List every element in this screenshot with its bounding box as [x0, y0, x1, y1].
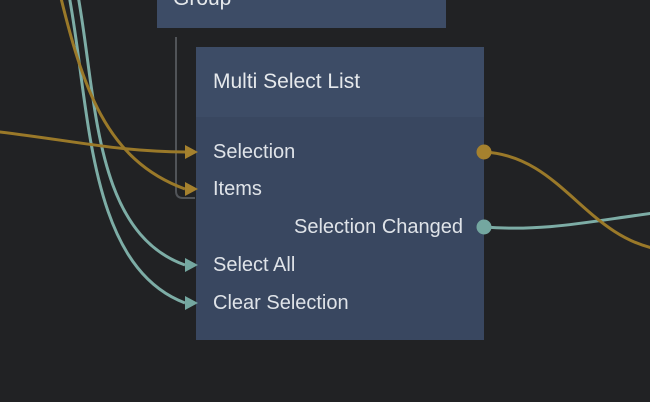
- wire-to-clear-selection[interactable]: [68, 0, 186, 305]
- multi-select-list-node-title: Multi Select List: [213, 70, 361, 93]
- output-port-dot-selection[interactable]: [476, 144, 492, 160]
- input-arrow-icon-select-all[interactable]: [185, 258, 198, 272]
- multi-select-list-node[interactable]: Multi Select List Selection Items Select…: [196, 47, 484, 340]
- port-label-select-all: Select All: [213, 254, 296, 277]
- wire-from-selection-changed[interactable]: [483, 212, 650, 230]
- wire-group-to-items-gray[interactable]: [175, 37, 195, 199]
- port-row-clear-selection[interactable]: Clear Selection: [196, 284, 484, 322]
- group-node[interactable]: Group: [157, 0, 446, 28]
- port-row-items[interactable]: Items: [196, 170, 484, 208]
- port-label-selection: Selection: [213, 141, 296, 164]
- wire-to-items[interactable]: [59, 0, 186, 191]
- input-arrow-icon-clear-selection[interactable]: [185, 296, 198, 310]
- wire-to-select-all[interactable]: [77, 0, 186, 267]
- port-label-selection-changed: Selection Changed: [293, 216, 463, 239]
- port-row-selection-changed[interactable]: Selection Changed: [196, 208, 484, 246]
- group-node-header[interactable]: Group: [157, 0, 446, 28]
- port-row-selection[interactable]: Selection: [196, 133, 484, 171]
- wire-from-selection[interactable]: [483, 150, 650, 250]
- port-label-items: Items: [213, 178, 262, 201]
- port-label-clear-selection: Clear Selection: [213, 292, 349, 315]
- group-node-title: Group: [173, 0, 231, 11]
- multi-select-list-node-header[interactable]: Multi Select List: [196, 47, 484, 117]
- input-arrow-icon-selection[interactable]: [185, 145, 198, 159]
- input-arrow-icon-items[interactable]: [185, 182, 198, 196]
- output-port-dot-selection-changed[interactable]: [476, 219, 492, 235]
- port-row-select-all[interactable]: Select All: [196, 246, 484, 284]
- wire-to-selection[interactable]: [0, 130, 186, 154]
